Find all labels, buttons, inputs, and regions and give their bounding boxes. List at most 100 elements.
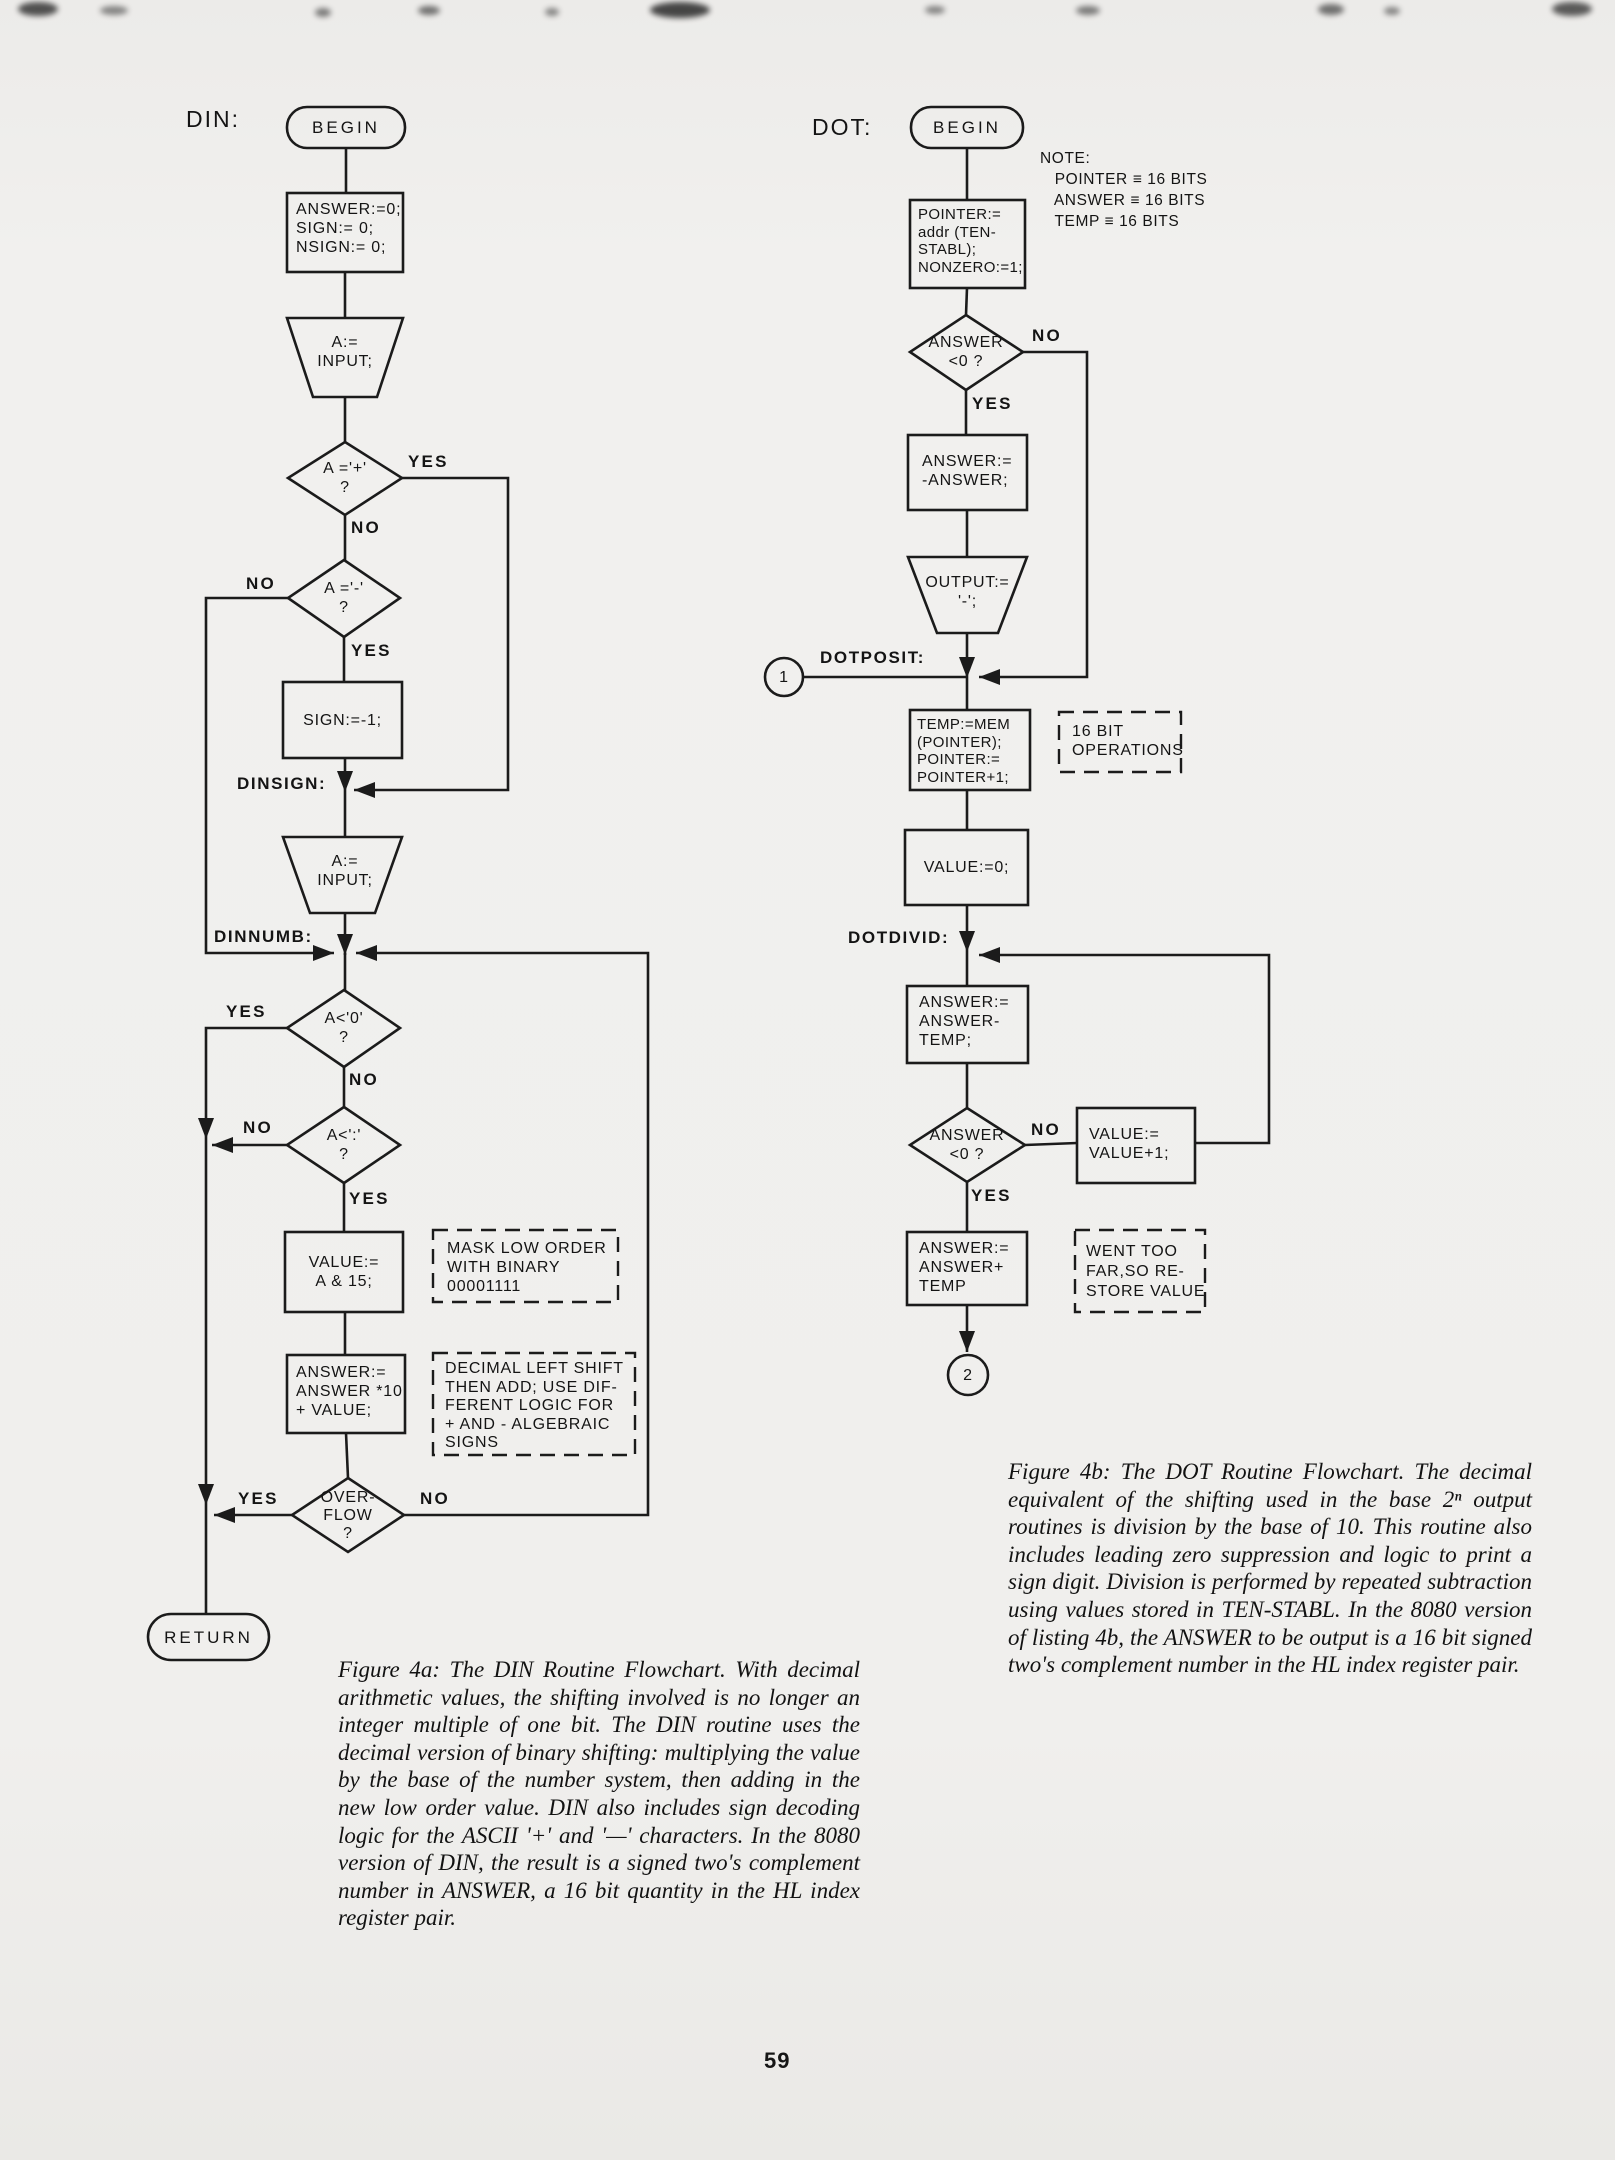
dot-increment-box: [1075, 1106, 1197, 1185]
dot-pointer-box: [908, 198, 1027, 290]
arrowhead-left: [212, 1137, 233, 1153]
din-overflow-diamond: [289, 1476, 407, 1554]
dot-value0-label: VALUE:=0;: [923, 859, 1010, 876]
din-minus-no-wire: [204, 596, 334, 955]
din-mask-note: MASK LOW ORDER WITH BINARY 00001111: [447, 1240, 607, 1295]
dot-connector1-label: 1: [779, 668, 789, 686]
figure-4a-caption: Figure 4a: The DIN Routine Flowchart. Wi…: [338, 1657, 860, 1931]
arrowhead-down: [337, 934, 353, 955]
din-plus-label: A ='+' ?: [323, 460, 367, 496]
scan-artifact: [1552, 2, 1592, 16]
arrowhead-down: [198, 1484, 214, 1505]
dot-pointer-label: POINTER:= addr (TEN- STABL); NONZERO:=1;: [918, 206, 1023, 276]
dot-neg2-no: NO: [1031, 1120, 1061, 1139]
arrowhead-left: [354, 782, 375, 798]
din-mask-note-box: [431, 1228, 620, 1304]
scan-artifact: [925, 6, 945, 14]
din-ltzero-no: NO: [349, 1070, 379, 1089]
din-input1-trapezoid: [285, 316, 405, 399]
scan-artifact: [418, 6, 440, 15]
din-overflow-label: OVER- FLOW ?: [320, 1489, 376, 1542]
arrowhead-down: [959, 931, 975, 952]
scan-artifact: [1384, 7, 1400, 15]
din-ltzero-yes-wire: [204, 1026, 287, 1614]
scan-artifact: [1318, 4, 1344, 15]
dot-went-note: WENT TOO FAR,SO RE- STORE VALUE: [1086, 1243, 1206, 1300]
dot-neg2-no-wire: [1024, 1141, 1078, 1147]
scan-artifact: [1076, 6, 1100, 15]
dot-neg-no-wire: [979, 350, 1089, 679]
dot-output-label: OUTPUT:= '-';: [925, 574, 1010, 610]
din-plus-no: NO: [351, 518, 381, 537]
dot-output-trapezoid: [906, 555, 1029, 635]
din-overflow-yes: YES: [238, 1489, 279, 1508]
arrowhead-left: [979, 947, 1000, 963]
connector: [964, 287, 969, 316]
din-value-label: VALUE:= A & 15;: [308, 1254, 380, 1290]
arrowhead-down: [959, 1331, 975, 1352]
dot-neg2-label: ANSWER <0 ?: [929, 1127, 1005, 1163]
din-ltcolon-no: NO: [243, 1118, 273, 1137]
din-input2-label: A:= INPUT;: [317, 853, 373, 889]
din-minus-no: NO: [246, 574, 276, 593]
din-sign-label: SIGN:=-1;: [303, 711, 382, 729]
din-minus-yes: YES: [351, 641, 392, 660]
dot-restore-label: ANSWER:= ANSWER+ TEMP: [919, 1240, 1010, 1295]
scan-artifact: [545, 8, 559, 16]
din-ltzero-yes: YES: [226, 1002, 267, 1021]
arrowhead-left: [214, 1507, 235, 1523]
dot-16bit-note-box: [1057, 710, 1183, 774]
page-number: 59: [764, 2048, 791, 2073]
din-plus-yes: YES: [408, 452, 449, 471]
dot-subtract-label: ANSWER:= ANSWER- TEMP;: [919, 994, 1010, 1049]
din-overflow-no-wire: [356, 951, 650, 1517]
arrowhead-right: [313, 945, 334, 961]
din-input1-label: A:= INPUT;: [317, 334, 373, 370]
dot-begin-label: BEGIN: [933, 118, 1001, 137]
arrowhead-left: [979, 669, 1000, 685]
dot-temp-box: [908, 708, 1032, 792]
scan-artifact: [100, 6, 128, 15]
dot-16bit-note: 16 BIT OPERATIONS: [1072, 723, 1184, 759]
dot-neg-label: ANSWER <0 ?: [928, 334, 1004, 370]
din-return-terminal: [146, 1612, 271, 1662]
din-dinnumb-label: DINNUMB:: [214, 927, 313, 946]
dot-increment-label: VALUE:= VALUE+1;: [1089, 1126, 1170, 1162]
dot-temp-label: TEMP:=MEM (POINTER); POINTER:= POINTER+1…: [917, 716, 1011, 786]
din-answer-label: ANSWER:= ANSWER *10 + VALUE;: [296, 1364, 403, 1419]
dot-connector2-circle: [946, 1353, 990, 1397]
din-minus-label: A ='-' ?: [324, 580, 364, 616]
dot-went-note-box: [1073, 1228, 1207, 1314]
arrowhead-down: [198, 1118, 214, 1139]
din-title: DIN:: [186, 106, 240, 132]
din-overflow-no: NO: [420, 1489, 450, 1508]
din-begin-label: BEGIN: [312, 118, 380, 137]
din-input2-trapezoid: [281, 835, 404, 915]
dot-dotdivid-label: DOTDIVID:: [848, 928, 950, 947]
din-plus-yes-wire: [354, 476, 510, 792]
connector: [344, 1432, 350, 1479]
din-return-label: RETURN: [164, 1627, 253, 1647]
dot-negate-label: ANSWER:= -ANSWER;: [922, 453, 1013, 489]
dot-neg-yes: YES: [972, 394, 1013, 413]
dot-neg2-yes: YES: [971, 1186, 1012, 1205]
dot-loop-wire: [979, 953, 1271, 1145]
dot-dotposit-label: DOTPOSIT:: [820, 648, 926, 667]
arrowhead-down: [337, 771, 353, 792]
arrowhead-left: [356, 945, 377, 961]
dot-neg-no: NO: [1032, 326, 1062, 345]
arrowhead-down: [959, 657, 975, 678]
din-decimal-note: DECIMAL LEFT SHIFT THEN ADD; USE DIF- FE…: [445, 1360, 624, 1451]
dot-title: DOT:: [812, 114, 873, 140]
scan-artifact: [18, 2, 58, 16]
figure-4b-caption: Figure 4b: The DOT Routine Flowchart. Th…: [1008, 1459, 1532, 1678]
din-ltcolon-label: A<':' ?: [326, 1127, 362, 1163]
dot-connector2-label: 2: [963, 1366, 973, 1384]
din-decimal-note-box: [431, 1351, 637, 1457]
din-dinsign-label: DINSIGN:: [237, 774, 327, 793]
din-sign-box: [281, 680, 404, 760]
scan-artifact: [650, 2, 710, 18]
dot-note: NOTE: POINTER ≡ 16 BITS ANSWER ≡ 16 BITS…: [1040, 150, 1208, 230]
din-init-label: ANSWER:=0; SIGN:= 0; NSIGN:= 0;: [296, 201, 402, 256]
